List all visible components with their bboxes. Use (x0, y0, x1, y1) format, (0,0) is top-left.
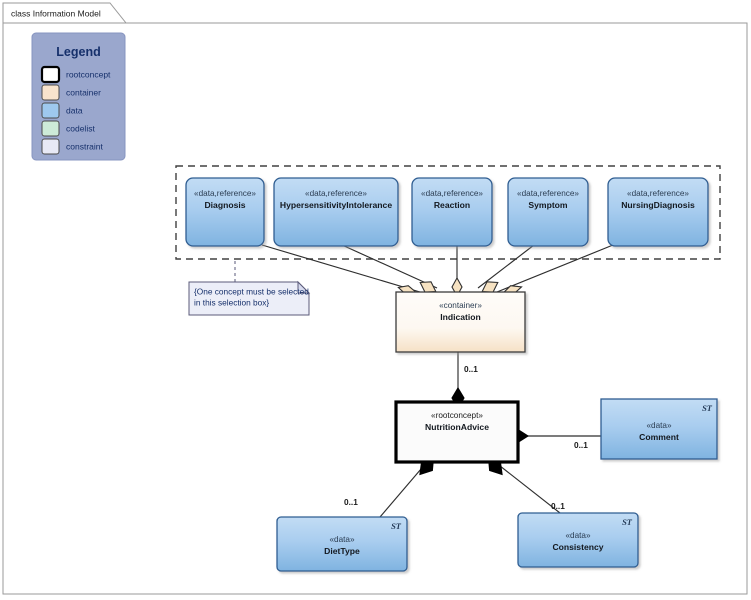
constraint-note-line2: in this selection box} (194, 298, 269, 308)
node-indication-box[interactable] (395, 291, 526, 353)
constraint-note[interactable]: {One concept must be selected in this se… (188, 280, 311, 316)
frame-tab-label: class Information Model (11, 9, 101, 19)
node-diettype-name: DietType (324, 546, 360, 556)
node-nursingdiagnosis-box[interactable] (607, 177, 709, 247)
node-nursingdiagnosis-name: NursingDiagnosis (621, 200, 695, 210)
legend-swatch-codelist (41, 120, 60, 137)
legend-item-container: container (41, 84, 101, 101)
connector-diagnosis-indication (261, 244, 421, 293)
constraint-note-shape[interactable] (188, 281, 310, 316)
legend-label-container: container (66, 88, 101, 98)
node-indication[interactable]: «container» Indication (395, 291, 526, 353)
node-hypersensitivityintolerance-stereotype: «data,reference» (305, 189, 367, 198)
node-symptom[interactable]: «data,reference» Symptom (507, 177, 589, 247)
legend-item-rootconcept: rootconcept (40, 65, 111, 84)
node-consistency-stereotype: «data» (565, 531, 590, 540)
constraint-note-fold (297, 280, 311, 294)
node-symptom-box[interactable] (507, 177, 589, 247)
node-diettype-stereotype: «data» (329, 535, 354, 544)
connector-advice-consistency (494, 461, 561, 514)
node-diettype-box[interactable] (276, 516, 408, 572)
node-symptom-stereotype: «data,reference» (517, 189, 579, 198)
legend-label-data: data (66, 106, 83, 116)
node-diagnosis-stereotype: «data,reference» (194, 189, 256, 198)
node-hypersensitivityintolerance[interactable]: «data,reference» HypersensitivityIntoler… (273, 177, 399, 247)
constraint-note-line1: {One concept must be selected (194, 287, 309, 297)
node-indication-name: Indication (440, 312, 481, 322)
legend-swatch-constraint (41, 138, 60, 155)
selection-box (175, 165, 721, 260)
legend-item-data: data (41, 102, 83, 119)
multiplicity-advice-comment: 0..1 (574, 440, 588, 450)
legend-item-constraint: constraint (41, 138, 103, 155)
multiplicity-advice-consistency: 0..1 (551, 501, 565, 511)
legend-label-codelist: codelist (66, 124, 95, 134)
node-diagnosis[interactable]: «data,reference» Diagnosis (185, 177, 265, 247)
node-comment-box[interactable] (600, 398, 718, 460)
node-diettype[interactable]: ST «data» DietType (276, 516, 408, 572)
node-reaction[interactable]: «data,reference» Reaction (411, 177, 493, 247)
legend-label-rootconcept: rootconcept (66, 70, 111, 80)
legend-swatch-rootconcept (40, 65, 61, 84)
node-consistency-tag: ST (622, 517, 633, 527)
node-nutritionadvice-stereotype: «rootconcept» (431, 411, 483, 420)
connector-nursingdiagnosis-indication (496, 244, 614, 293)
node-comment-tag: ST (702, 403, 713, 413)
legend-item-codelist: codelist (41, 120, 95, 137)
node-hypersensitivityintolerance-box[interactable] (273, 177, 399, 247)
legend-panel: Legend rootconcept container data codeli… (31, 32, 126, 161)
multiplicity-indication-advice: 0..1 (464, 364, 478, 374)
multiplicity-advice-diettype: 0..1 (344, 497, 358, 507)
connector-symptom-indication (477, 244, 535, 289)
node-indication-stereotype: «container» (439, 301, 482, 310)
node-diettype-tag: ST (391, 521, 402, 531)
node-consistency[interactable]: ST «data» Consistency (517, 512, 639, 568)
legend-swatch-container (41, 84, 60, 101)
legend-title: Legend (56, 45, 100, 59)
node-symptom-name: Symptom (528, 200, 568, 210)
frame-outline (2, 22, 748, 595)
node-nutritionadvice[interactable]: «rootconcept» NutritionAdvice (394, 400, 520, 464)
node-comment[interactable]: ST «data» Comment (600, 398, 718, 460)
node-consistency-box[interactable] (517, 512, 639, 568)
node-consistency-name: Consistency (552, 542, 603, 552)
node-diagnosis-box[interactable] (185, 177, 265, 247)
connector-hypersensitivity-indication (341, 244, 438, 289)
node-nutritionadvice-box[interactable] (394, 400, 520, 464)
node-nursingdiagnosis[interactable]: «data,reference» NursingDiagnosis (607, 177, 709, 247)
node-comment-stereotype: «data» (646, 421, 671, 430)
legend-label-constraint: constraint (66, 142, 103, 152)
node-comment-name: Comment (639, 432, 679, 442)
legend-swatch-data (41, 102, 60, 119)
connector-advice-diettype (379, 461, 428, 518)
node-reaction-name: Reaction (434, 200, 470, 210)
node-reaction-stereotype: «data,reference» (421, 189, 483, 198)
node-hypersensitivityintolerance-name: HypersensitivityIntolerance (280, 200, 392, 210)
node-nutritionadvice-name: NutritionAdvice (425, 422, 489, 432)
node-reaction-box[interactable] (411, 177, 493, 247)
node-diagnosis-name: Diagnosis (204, 200, 245, 210)
node-nursingdiagnosis-stereotype: «data,reference» (627, 189, 689, 198)
multiplicity-labels: 0..1 0..1 0..1 0..1 (344, 364, 588, 511)
